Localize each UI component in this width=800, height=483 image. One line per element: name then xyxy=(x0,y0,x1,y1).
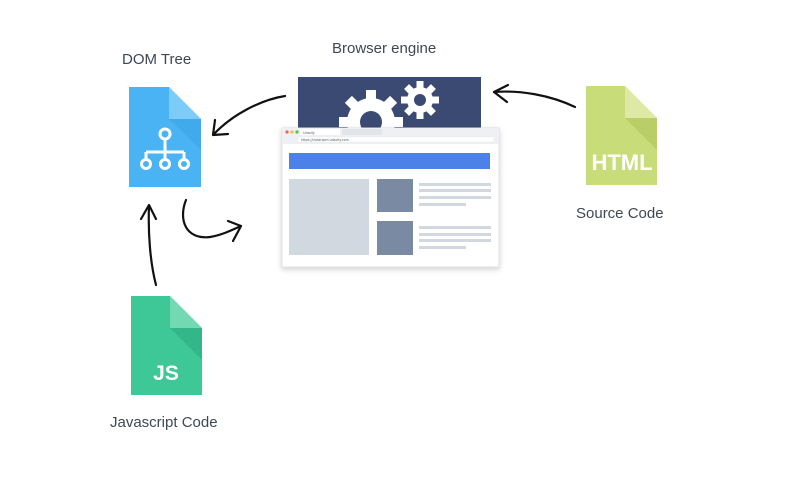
maximize-dot-icon xyxy=(295,130,299,134)
arrow-source-to-engine xyxy=(492,83,577,109)
text-lines-1 xyxy=(419,183,491,206)
minimize-dot-icon xyxy=(290,130,294,134)
javascript-code-label: Javascript Code xyxy=(110,414,218,431)
js-file-text: JS xyxy=(153,362,179,385)
dom-tree-label: DOM Tree xyxy=(122,51,192,68)
js-file: JS xyxy=(131,296,202,395)
source-code-label: Source Code xyxy=(576,205,664,222)
browser-content xyxy=(289,153,491,255)
arrow-dom-to-browser xyxy=(181,198,243,243)
close-dot-icon xyxy=(285,130,289,134)
browser-tab xyxy=(300,129,340,135)
dom-tree-file xyxy=(129,87,201,187)
image-placeholder-large xyxy=(289,179,369,255)
arrow-js-to-dom xyxy=(139,203,158,287)
browser-chrome: Udacity https://classroom.udacity.com xyxy=(282,128,499,144)
html-file: HTML xyxy=(586,86,657,185)
text-lines-2 xyxy=(419,226,491,249)
html-file-text: HTML xyxy=(591,150,652,175)
address-bar xyxy=(297,136,495,143)
browser-engine-label: Browser engine xyxy=(332,40,437,57)
browser-tab-empty xyxy=(342,129,382,135)
tree-structure-icon xyxy=(140,127,190,170)
address-bar-url: https://classroom.udacity.com xyxy=(301,138,349,142)
image-placeholder-small-1 xyxy=(377,179,413,212)
image-placeholder-small-2 xyxy=(377,221,413,255)
browser-tab-label: Udacity xyxy=(303,131,315,135)
page-banner xyxy=(289,153,490,169)
arrow-engine-to-dom xyxy=(211,94,287,137)
